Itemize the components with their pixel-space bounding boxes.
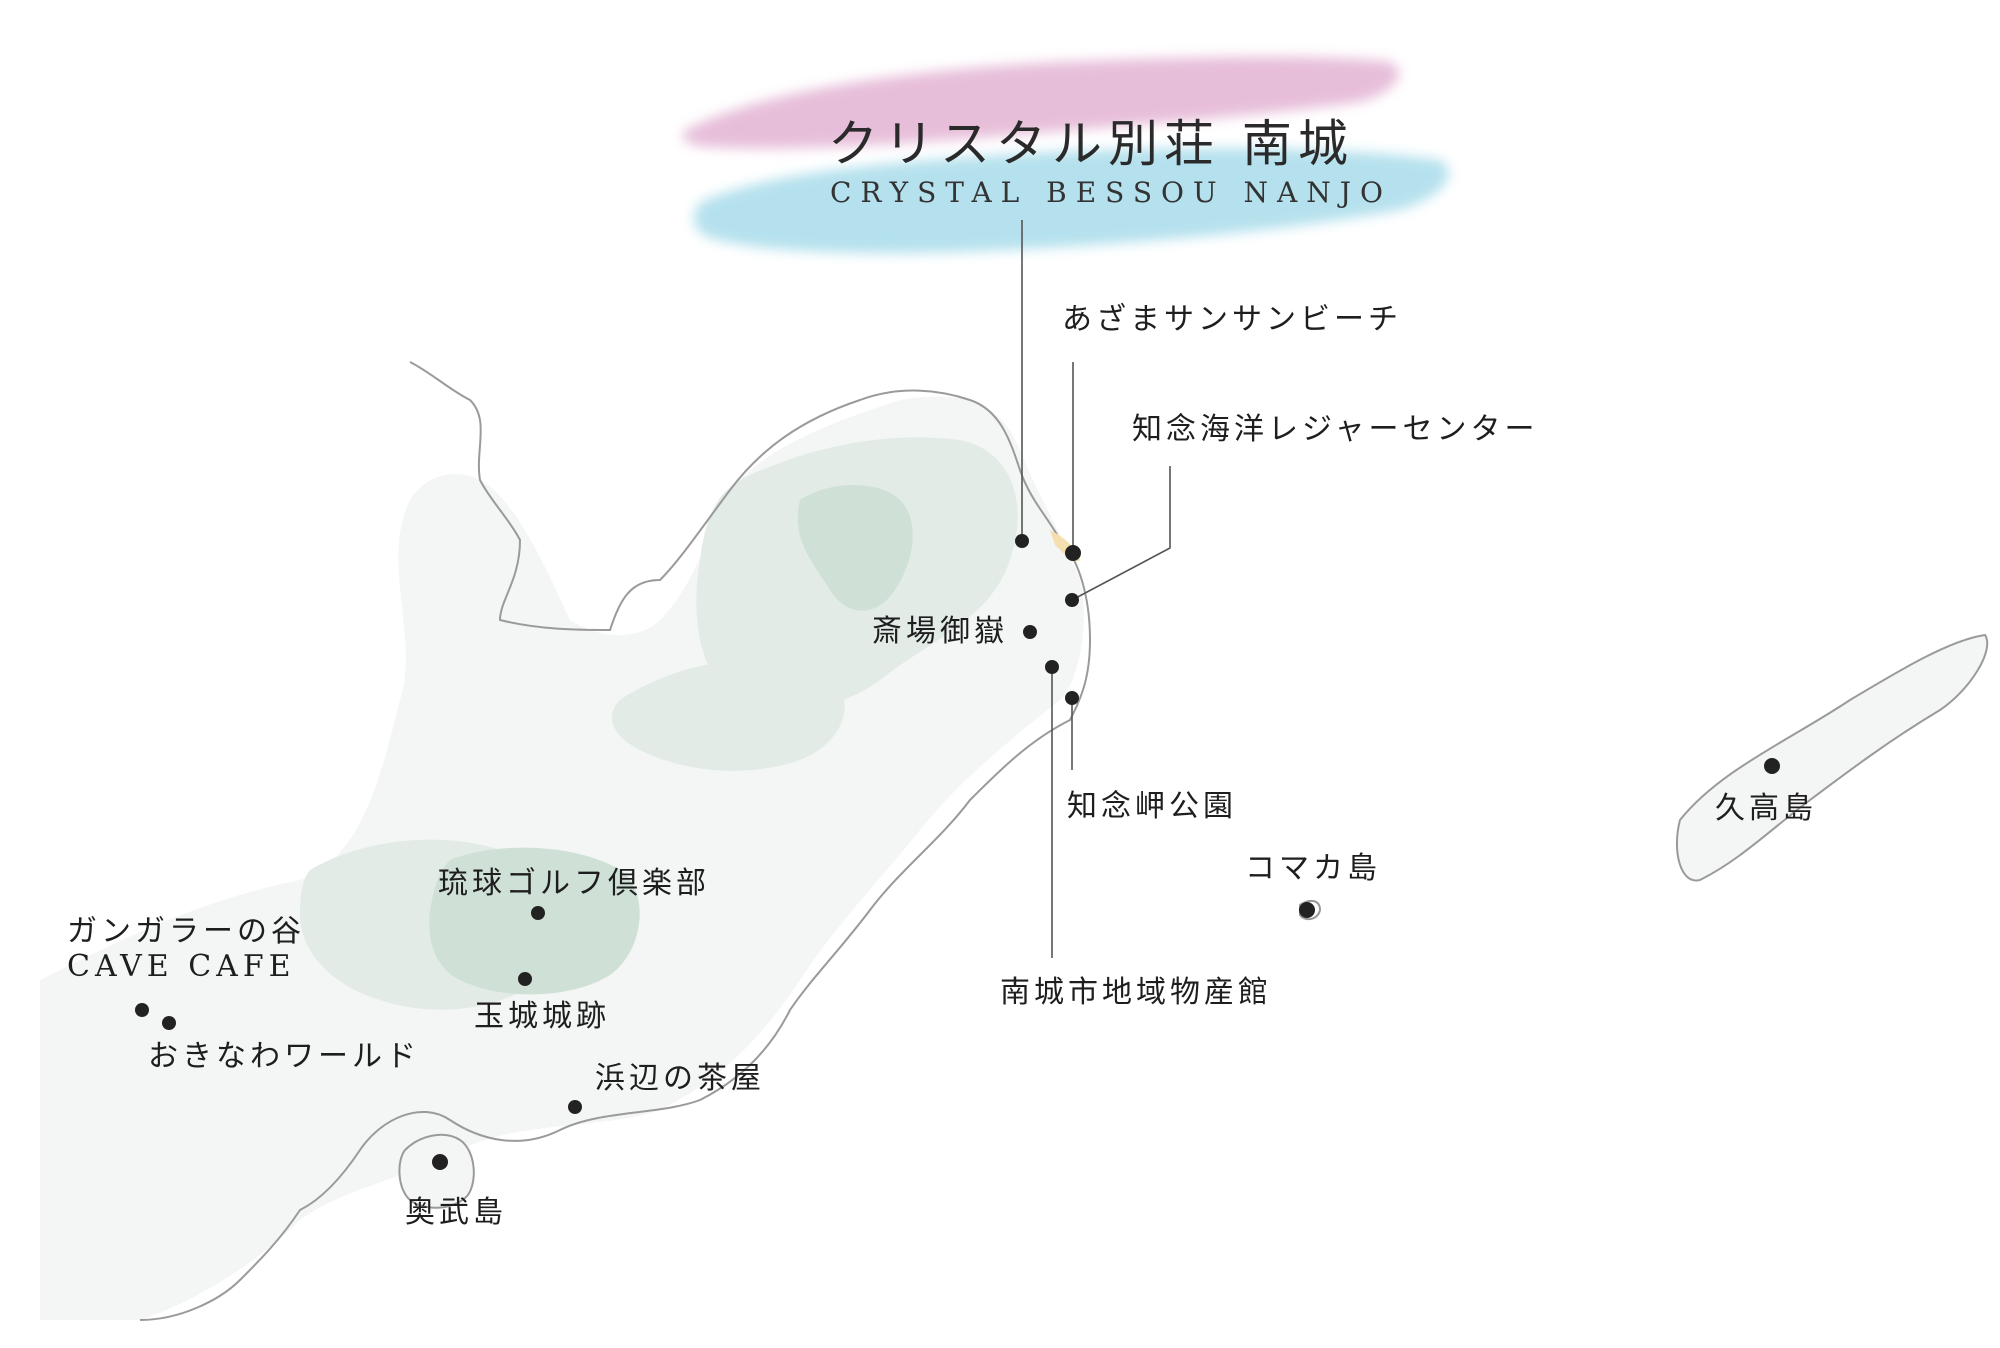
label-okinawa-world[interactable]: おきなわワールド [148, 1039, 420, 1074]
label-nanjo-products[interactable]: 南城市地域物産館 [1000, 975, 1272, 1010]
ojima-island-land [399, 1134, 474, 1208]
land-areas [40, 396, 1988, 1320]
label-cave-cafe[interactable]: CAVE CAFE [67, 949, 296, 984]
komaka-coastline [1299, 899, 1322, 921]
villa-title-en: CRYSTAL BESSOU NANJO [830, 176, 1392, 209]
komaka-island-marker[interactable] [1299, 902, 1315, 918]
hamabe-marker[interactable] [568, 1100, 582, 1114]
kudaka-coastline [1676, 633, 1989, 882]
nanjo-products-marker[interactable] [1045, 660, 1059, 674]
forest-patch-2 [611, 660, 845, 771]
label-sefa-utaki[interactable]: 斎場御嶽 [872, 614, 1008, 649]
okinawa-world-marker[interactable] [162, 1016, 176, 1030]
ojima-marker[interactable] [432, 1154, 448, 1170]
label-hamabe-teahouse[interactable]: 浜辺の茶屋 [595, 1061, 765, 1096]
villa-marker[interactable] [1015, 534, 1029, 548]
kudaka-island-marker[interactable] [1764, 758, 1780, 774]
label-gangala-valley[interactable]: ガンガラーの谷 [67, 914, 305, 949]
sefa-forest-dark [797, 485, 913, 611]
main-coastline [139, 361, 1092, 1321]
label-komaka-island[interactable]: コマカ島 [1245, 851, 1381, 886]
sefa-utaki-marker[interactable] [1023, 625, 1037, 639]
label-tamagusuku-ruins[interactable]: 玉城城跡 [474, 999, 610, 1034]
label-ryukyu-golf[interactable]: 琉球ゴルフ倶楽部 [438, 866, 710, 901]
tamagusuku-marker[interactable] [518, 972, 532, 986]
chinen-marine-leader-line [1071, 466, 1171, 601]
title-brush-strokes [682, 56, 1449, 254]
blue-brush-stroke [693, 148, 1449, 254]
ojima-coastline [398, 1133, 475, 1209]
label-azama-beach[interactable]: あざまサンサンビーチ [1062, 302, 1402, 337]
villa-title-jp: クリスタル別荘 南城 [828, 115, 1354, 173]
leader-lines [1021, 220, 1171, 958]
chinen-marine-marker[interactable] [1065, 593, 1079, 607]
label-ojima-island[interactable]: 奥武島 [405, 1195, 507, 1230]
chinen-cape-marker[interactable] [1065, 691, 1079, 705]
kudaka-island-land [1676, 635, 1988, 881]
label-kudaka-island[interactable]: 久高島 [1715, 791, 1817, 826]
pink-brush-stroke [682, 56, 1399, 149]
location-markers [135, 534, 1780, 1170]
azama-beach-marker[interactable] [1065, 545, 1081, 561]
ryukyu-golf-marker[interactable] [531, 906, 545, 920]
label-chinen-marine[interactable]: 知念海洋レジャーセンター [1132, 412, 1539, 447]
golf-course-area [429, 847, 640, 995]
gangala-marker[interactable] [135, 1003, 149, 1017]
coastlines [139, 361, 1989, 1321]
label-chinen-cape-park[interactable]: 知念岬公園 [1067, 789, 1237, 824]
